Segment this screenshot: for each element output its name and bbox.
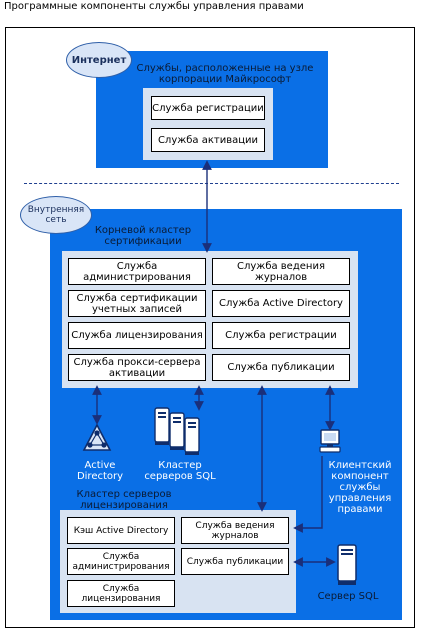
diagram-title: Программные компоненты службы управления…	[4, 1, 304, 12]
active-directory-label: Active Directory	[76, 460, 124, 482]
licensing-logging-service-box: Служба ведения журналов	[181, 517, 289, 544]
licensing-admin-service-box: Служба администрирования	[67, 548, 175, 575]
sql-server-label: Сервер SQL	[317, 591, 379, 602]
licensing-licensing-service-box: Служба лицензирования	[67, 580, 175, 607]
internet-cloud: Интернет	[66, 42, 132, 78]
client-to-licensing-connector	[293, 456, 323, 533]
root-activation-proxy-service-box: Служба прокси-сервера активации	[68, 354, 206, 381]
sql-cluster-icon	[154, 407, 200, 455]
root-publishing-service-box: Служба публикации	[212, 354, 350, 381]
root-licensing-service-box: Служба лицензирования	[68, 322, 206, 349]
outer-frame	[5, 27, 415, 628]
root-logging-service-box: Служба ведения журналов	[212, 258, 350, 285]
root-active-directory-service-box: Служба Active Directory	[212, 290, 350, 317]
registration-service-box: Служба регистрации	[151, 96, 265, 120]
internet-cloud-label: Интернет	[71, 54, 127, 66]
intranet-cloud-label: Внутренняя сеть	[27, 205, 85, 225]
licensing-cluster-title: Кластер серверов лицензирования	[76, 489, 172, 511]
client-component-label: Клиентский компонент службы управления п…	[328, 460, 392, 515]
root-admin-service-box: Служба администрирования	[68, 258, 206, 285]
licensing-publishing-service-box: Служба публикации	[181, 548, 289, 575]
internet-panel-header: Службы, расположенные на узле корпорации…	[136, 63, 314, 85]
activation-service-box: Служба активации	[151, 128, 265, 152]
root-registration-service-box: Служба регистрации	[212, 322, 350, 349]
sql-server-icon	[337, 544, 357, 585]
ad-cache-box: Кэш Active Directory	[67, 517, 175, 544]
active-directory-icon	[82, 423, 112, 451]
client-computer-icon	[319, 429, 341, 453]
intranet-cloud: Внутренняя сеть	[20, 196, 92, 234]
root-account-cert-service-box: Служба сертификации учетных записей	[68, 290, 206, 317]
root-cluster-title: Корневой кластер сертификации	[94, 225, 192, 247]
sql-cluster-label: Кластер серверов SQL	[144, 460, 216, 482]
